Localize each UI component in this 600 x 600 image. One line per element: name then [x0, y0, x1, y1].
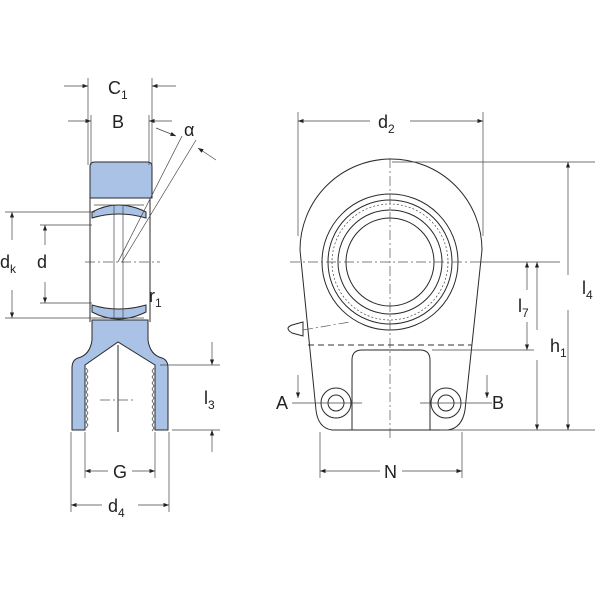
label-N: N [384, 462, 397, 482]
label-d4: d4 [108, 496, 125, 520]
label-A: A [276, 393, 288, 413]
label-d2: d2 [378, 112, 395, 136]
outer-ring-lower [91, 304, 147, 320]
label-d: d [37, 252, 47, 272]
label-C1: C1 [108, 78, 128, 102]
front-view: A B d2 l4 h1 l7 N [276, 112, 595, 482]
label-h1: h1 [550, 336, 567, 360]
label-G: G [113, 462, 127, 482]
shank-section [71, 319, 169, 431]
label-alpha: α [184, 120, 194, 140]
label-l4: l4 [582, 278, 593, 302]
label-l3: l3 [204, 388, 215, 412]
side-view: C1 B α dk d r1 l3 [0, 78, 220, 520]
grease-nipple [287, 321, 304, 337]
label-B-width: B [112, 112, 124, 132]
label-r1: r1 [149, 286, 162, 310]
housing-section-top [89, 161, 153, 199]
label-l7: l7 [518, 296, 529, 320]
housing-outline [299, 158, 483, 431]
label-dk: dk [0, 252, 17, 276]
label-B-section: B [492, 393, 504, 413]
outer-ring-upper [91, 204, 147, 219]
